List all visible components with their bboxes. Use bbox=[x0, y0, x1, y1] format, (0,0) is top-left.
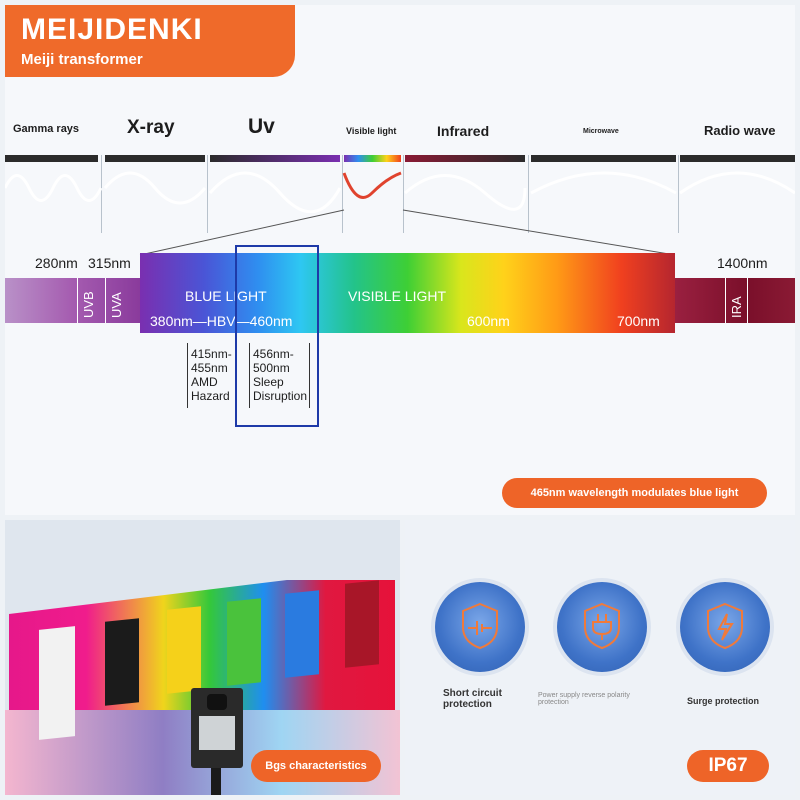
band-microwave: Microwave bbox=[583, 128, 619, 135]
hbv-highlight-frame bbox=[235, 245, 319, 427]
sensor-cable bbox=[211, 768, 221, 795]
badge-short-circuit bbox=[435, 582, 525, 672]
note-sleep-line: 500nm bbox=[253, 361, 290, 375]
brand-name: MEIJIDENKI bbox=[21, 13, 203, 46]
sensor-label-plate bbox=[199, 716, 235, 750]
note-amd-line: AMD bbox=[191, 375, 218, 389]
band-uv: Uv bbox=[248, 115, 275, 138]
bgs-callout: Bgs characteristics bbox=[251, 750, 381, 782]
label-280nm: 280nm bbox=[35, 255, 78, 271]
separator bbox=[528, 155, 529, 233]
ir-strip: IRA bbox=[675, 278, 795, 323]
label-uva: UVA bbox=[109, 292, 124, 318]
black-block bbox=[105, 618, 139, 706]
band-visible: Visible light bbox=[346, 126, 397, 136]
feature-label-line: Short circuit bbox=[443, 688, 502, 699]
ip67-badge: IP67 bbox=[687, 750, 769, 782]
note-amd-line: Hazard bbox=[191, 389, 230, 403]
bar-radio bbox=[680, 155, 795, 162]
label-ira: IRA bbox=[729, 296, 744, 318]
short-circuit-icon bbox=[462, 602, 498, 650]
label-surge: Surge protection bbox=[687, 696, 759, 706]
divider bbox=[77, 278, 78, 323]
separator bbox=[101, 155, 102, 233]
label-700nm: 700nm bbox=[617, 313, 660, 329]
note-sleep-line: Sleep bbox=[253, 375, 284, 389]
sensor-lens bbox=[207, 694, 227, 710]
label-315nm: 315nm bbox=[88, 255, 131, 271]
feature-label-line: Surge protection bbox=[687, 696, 760, 706]
bar-xray bbox=[105, 155, 205, 162]
divider bbox=[725, 278, 726, 323]
divider bbox=[105, 278, 106, 323]
brand-subtitle: Meiji transformer bbox=[21, 51, 143, 68]
label-600nm: 600nm bbox=[467, 313, 510, 329]
band-xray: X-ray bbox=[127, 117, 175, 138]
label-hbv-range: 380nm—HBV—460nm bbox=[150, 313, 293, 329]
uv-strip: UVB UVA bbox=[5, 278, 140, 323]
separator bbox=[403, 155, 404, 233]
brand-header: MEIJIDENKI Meiji transformer bbox=[5, 5, 295, 77]
white-block bbox=[39, 626, 75, 740]
note-sleep: 456nm- 500nm Sleep Disruption bbox=[253, 347, 307, 403]
note-amd-line: 415nm- bbox=[191, 347, 232, 361]
yellow-block bbox=[167, 606, 201, 694]
bar-microwave bbox=[531, 155, 676, 162]
protection-panel: Short circuit protection Power supply re… bbox=[405, 520, 795, 795]
wave-graphic bbox=[5, 171, 795, 213]
band-gamma: Gamma rays bbox=[13, 123, 80, 135]
note-sleep-line: 456nm- bbox=[253, 347, 294, 361]
label-uvb: UVB bbox=[81, 291, 96, 318]
note-sleep-line: Disruption bbox=[253, 389, 308, 403]
zoom-lines bbox=[139, 209, 676, 256]
label-short-circuit: Short circuit protection bbox=[443, 688, 502, 710]
bar-infrared bbox=[405, 155, 525, 162]
blue-block bbox=[285, 590, 319, 678]
label-reverse-polarity: Power supply reverse polarity protection bbox=[538, 692, 630, 706]
badge-reverse-polarity bbox=[557, 582, 647, 672]
photoelectric-sensor bbox=[191, 688, 243, 768]
spectrum-panel: MEIJIDENKI Meiji transformer Gamma rays … bbox=[5, 5, 795, 515]
bar-uv bbox=[210, 155, 340, 162]
note-line bbox=[309, 343, 310, 408]
label-1400nm: 1400nm bbox=[717, 255, 768, 271]
label-blue-light: BLUE LIGHT bbox=[185, 288, 267, 304]
band-infrared: Infrared bbox=[437, 123, 490, 139]
separator bbox=[678, 155, 679, 233]
visible-spectrum bbox=[140, 253, 675, 333]
separator bbox=[207, 155, 208, 233]
lightning-icon bbox=[707, 602, 743, 650]
red-block bbox=[345, 580, 379, 668]
spectrum-strip: UVB UVA IRA bbox=[5, 253, 795, 333]
plug-icon bbox=[584, 602, 620, 650]
band-radio: Radio wave bbox=[704, 123, 776, 138]
separator bbox=[342, 155, 343, 233]
note-amd: 415nm- 455nm AMD Hazard bbox=[191, 347, 232, 403]
label-visible-light: VISIBLE LIGHT bbox=[348, 288, 447, 304]
feature-label-line: protection bbox=[443, 699, 492, 710]
green-block bbox=[227, 598, 261, 686]
note-amd-line: 455nm bbox=[191, 361, 228, 375]
bgs-panel: Bgs characteristics bbox=[5, 520, 400, 795]
feature-label-line: protection bbox=[538, 699, 569, 706]
note-line bbox=[187, 343, 188, 408]
modulate-callout: 465nm wavelength modulates blue light bbox=[502, 478, 767, 508]
divider bbox=[747, 278, 748, 323]
badge-surge bbox=[680, 582, 770, 672]
note-line bbox=[249, 343, 250, 408]
bar-visible bbox=[344, 155, 401, 162]
bar-gamma bbox=[5, 155, 98, 162]
feature-label-line: Power supply reverse polarity bbox=[538, 692, 630, 699]
